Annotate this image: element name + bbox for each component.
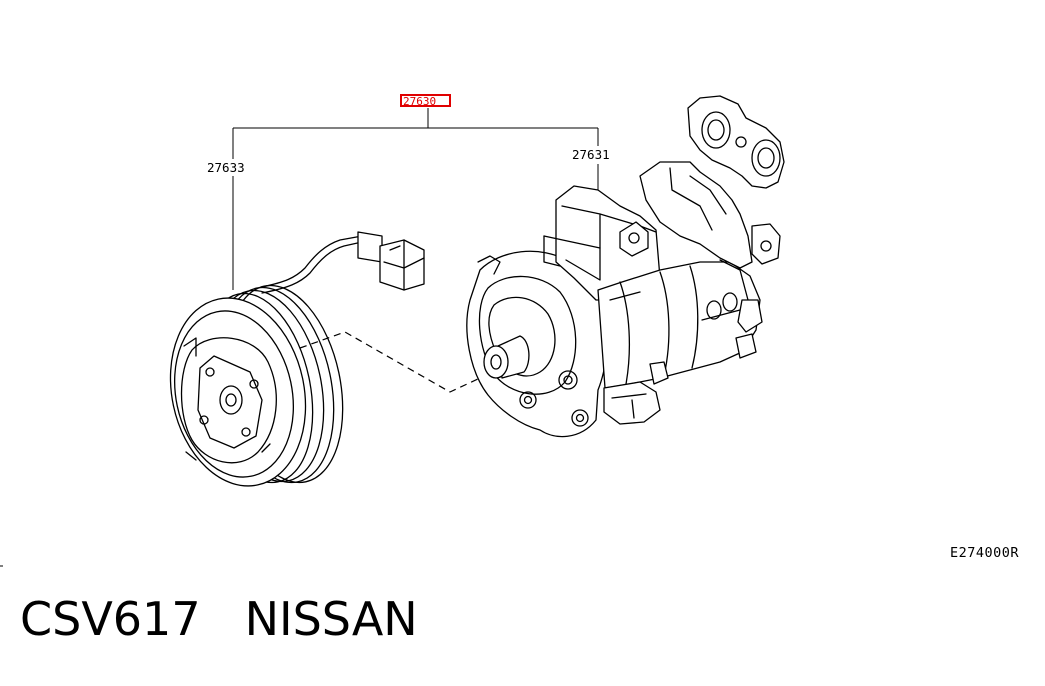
reference-code: E274000R bbox=[950, 545, 1019, 561]
leader-bracket bbox=[232, 108, 599, 290]
assembly-part-number: 27630 bbox=[403, 95, 436, 108]
clutch-part-number[interactable]: 27633 bbox=[207, 160, 245, 175]
brand-name: NISSAN bbox=[244, 592, 418, 646]
clutch-pulley-drawing bbox=[169, 231, 425, 487]
compressor-drawing bbox=[466, 95, 785, 438]
part-code: CSV617 bbox=[20, 592, 201, 646]
compressor-part-number[interactable]: 27631 bbox=[572, 147, 610, 162]
assembly-dash-line bbox=[299, 331, 481, 393]
assembly-callout[interactable]: 27630 bbox=[400, 94, 451, 108]
